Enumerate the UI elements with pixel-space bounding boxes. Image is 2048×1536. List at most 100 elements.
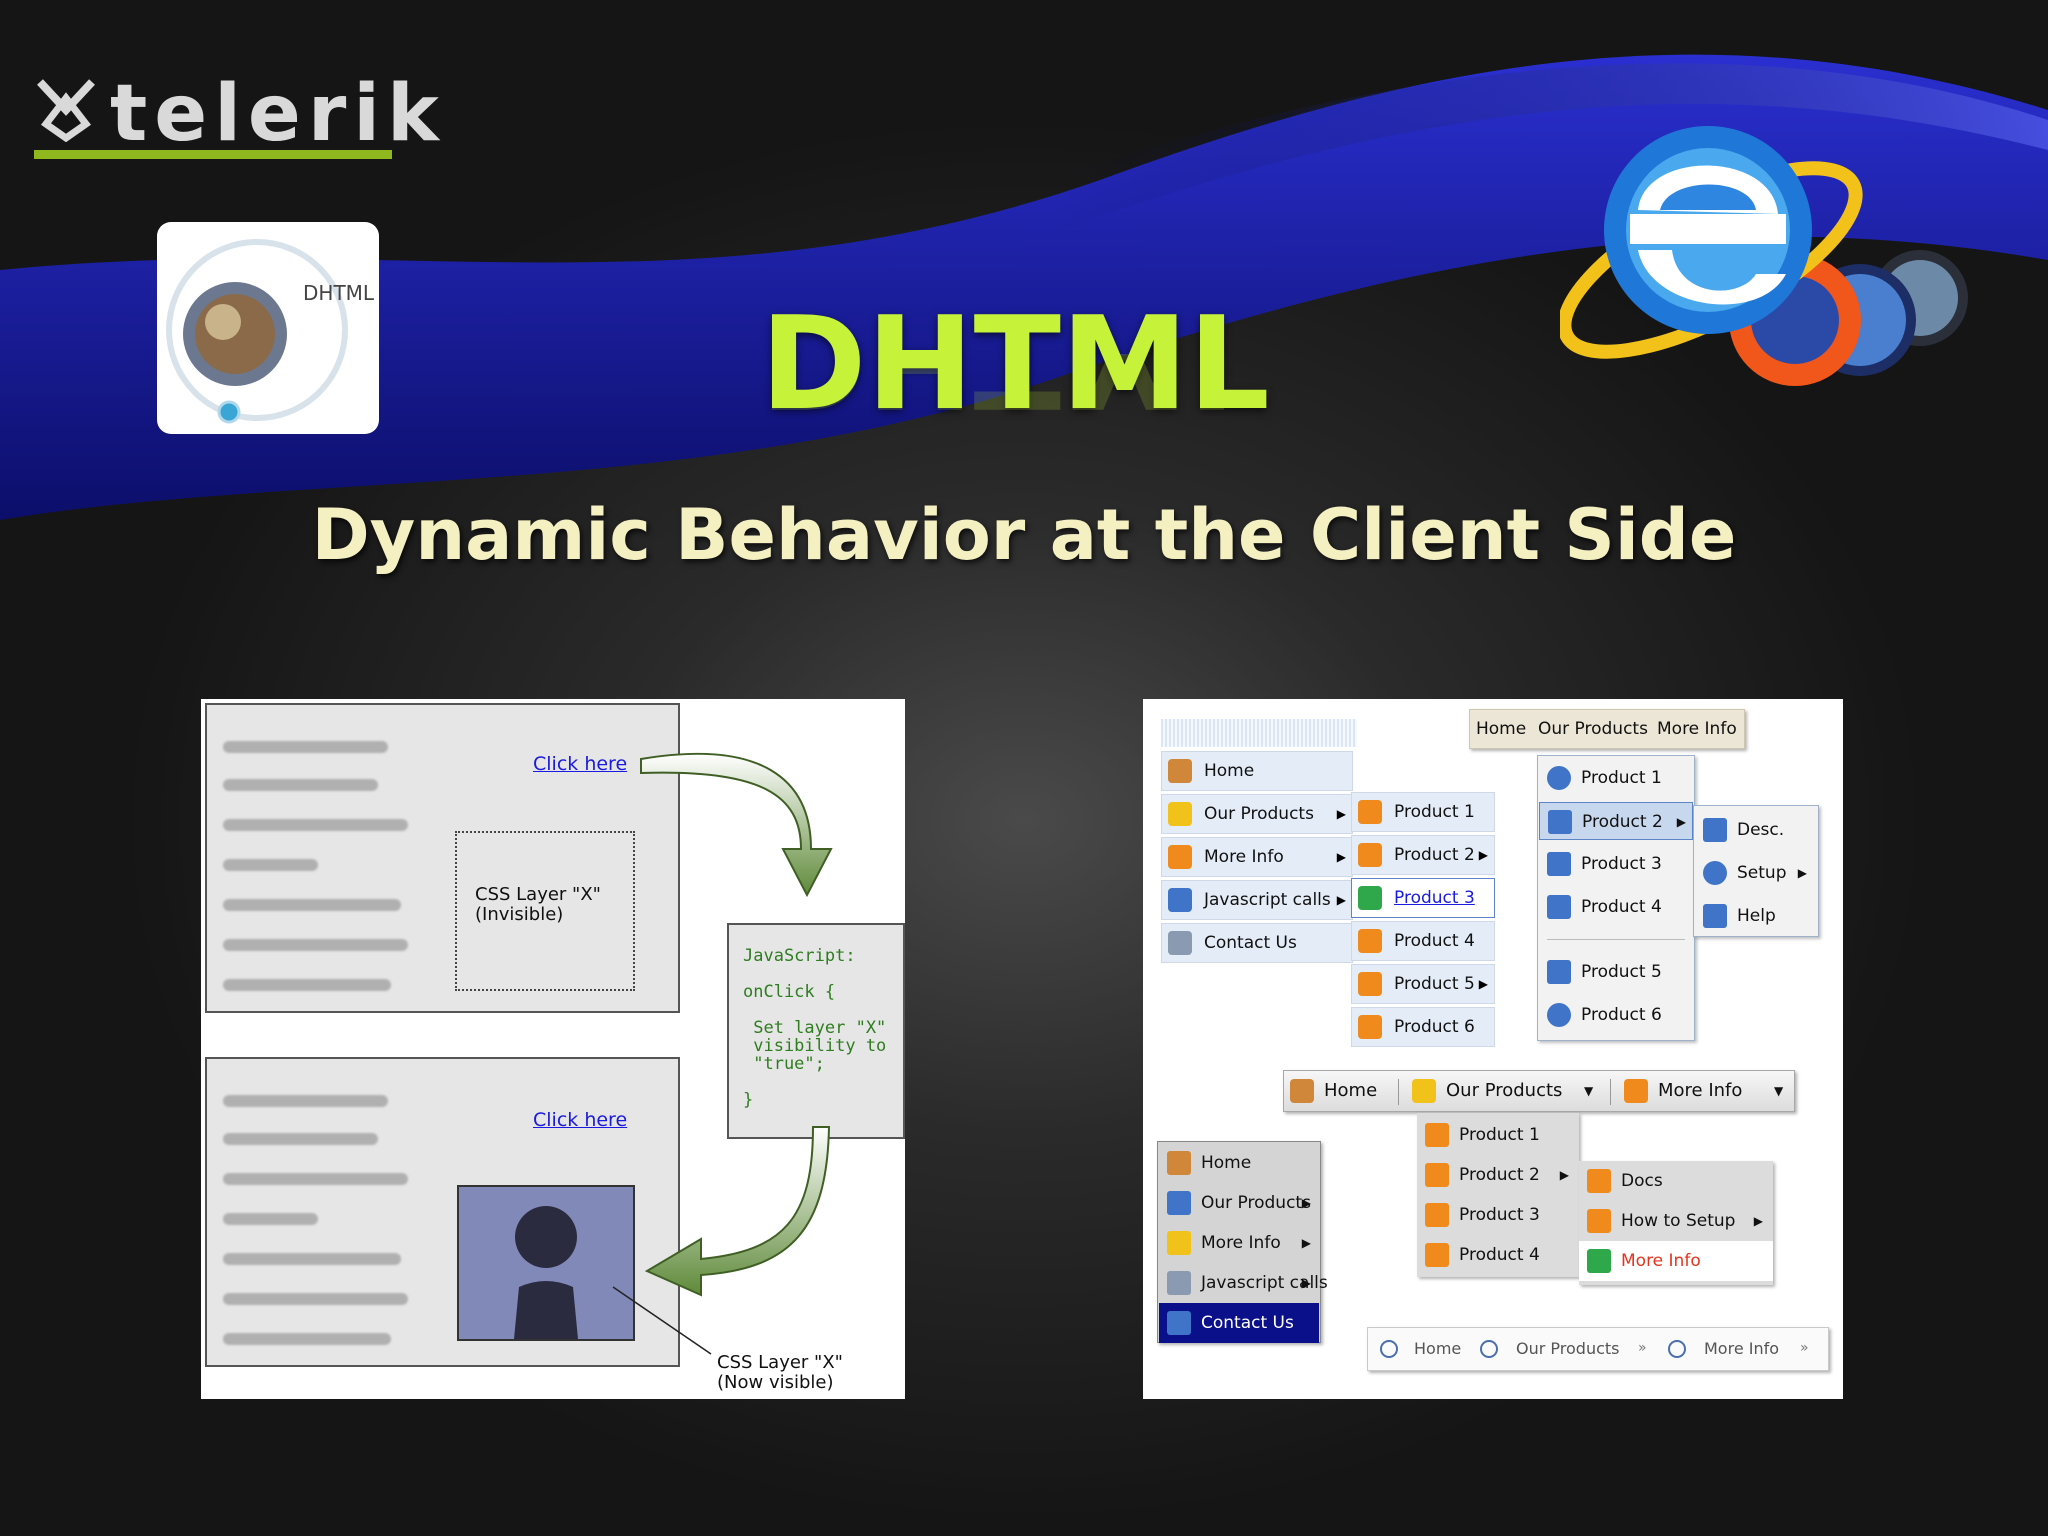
menu1-item-home[interactable]: Home xyxy=(1161,751,1353,791)
top-bar-our-products[interactable]: Our Products xyxy=(1538,719,1648,739)
chevron-down-icon: ▼ xyxy=(1584,1084,1594,1098)
thumbnail-label: DHTML xyxy=(303,281,375,305)
browser-logos-icon xyxy=(1560,126,1968,386)
contact-icon xyxy=(1167,1311,1191,1335)
chart-icon xyxy=(1168,888,1192,912)
menu3-item-product-1[interactable]: Product 1 xyxy=(1417,1115,1579,1155)
arrow-right-icon xyxy=(1425,1163,1449,1187)
star-icon xyxy=(1168,802,1192,826)
menu3-item-product-2[interactable]: Product 2▶ xyxy=(1417,1155,1579,1195)
menu1-item-our-products[interactable]: Our Products▶ xyxy=(1161,794,1353,834)
menu3-item-product-3[interactable]: Product 3 xyxy=(1417,1195,1579,1235)
menu1-item-more-info[interactable]: More Info▶ xyxy=(1161,837,1353,877)
menu1-sub-product-3[interactable]: Product 3 xyxy=(1351,878,1495,918)
top-bar-home[interactable]: Home xyxy=(1476,719,1527,739)
menu3-bar-our-products[interactable]: Our Products xyxy=(1446,1080,1563,1101)
globe-icon xyxy=(1547,1003,1571,1027)
book-icon xyxy=(1168,845,1192,869)
menu2-item-product-1[interactable]: Product 1 xyxy=(1539,759,1693,797)
bottom-bar-our-products[interactable]: Our Products xyxy=(1516,1339,1620,1358)
arrow-right-icon xyxy=(1358,972,1382,996)
star-icon xyxy=(1412,1079,1436,1103)
click-here-link[interactable]: Click here xyxy=(533,753,628,775)
dhtml-thumbnail: DHTML xyxy=(157,222,379,434)
menu-examples: Home Our Products More Info Home Our Pro… xyxy=(1143,699,1843,1399)
invisible-layer-label: CSS Layer "X" (Invisible) xyxy=(475,884,601,925)
home-icon xyxy=(1168,759,1192,783)
logo-text: telerik xyxy=(110,69,446,159)
menu1-sub-product-4[interactable]: Product 4 xyxy=(1351,921,1495,961)
menu1-sub-product-2[interactable]: Product 2▶ xyxy=(1351,835,1495,875)
dhtml-diagram: Click here CSS Layer "X" (Invisible) Cli… xyxy=(201,699,905,1399)
chevron-right-icon: » xyxy=(1800,1340,1809,1356)
arrow-right-icon xyxy=(1425,1203,1449,1227)
menu4-item-our-products[interactable]: Our Products▶ xyxy=(1159,1183,1319,1223)
chevron-down-icon: ▼ xyxy=(1774,1084,1784,1098)
menu3-sub-docs[interactable]: Docs xyxy=(1579,1161,1773,1201)
person-icon xyxy=(514,1206,578,1339)
click-here-link[interactable]: Click here xyxy=(533,1109,628,1131)
chart-icon xyxy=(1167,1231,1191,1255)
menu4-item-home[interactable]: Home xyxy=(1159,1143,1319,1183)
menu1-item-contact-us[interactable]: Contact Us xyxy=(1161,923,1353,963)
slide-title-reflection: DHTML xyxy=(640,354,1390,424)
javascript-code: JavaScript: onClick { Set layer "X" visi… xyxy=(743,946,887,1110)
menu2-item-product-3[interactable]: Product 3 xyxy=(1539,845,1693,883)
bar-separator xyxy=(1610,1079,1611,1105)
menu3-item-product-4[interactable]: Product 4 xyxy=(1417,1235,1579,1275)
menu2-sub-setup[interactable]: Setup▶ xyxy=(1695,854,1817,892)
arrow-right-icon xyxy=(1358,886,1382,910)
menu3-bar-home[interactable]: Home xyxy=(1324,1080,1378,1101)
arrow-right-icon xyxy=(1425,1243,1449,1267)
menu2-sub-desc[interactable]: Desc. xyxy=(1695,811,1817,849)
swap-icon xyxy=(1587,1169,1611,1193)
menu2-item-product-4[interactable]: Product 4 xyxy=(1539,888,1693,926)
home-icon xyxy=(1290,1079,1314,1103)
menu2-item-product-5[interactable]: Product 5 xyxy=(1539,953,1693,991)
visible-layer-label: CSS Layer "X" (Now visible) xyxy=(717,1352,843,1393)
arrow-right-icon xyxy=(1425,1123,1449,1147)
logo-underline xyxy=(34,150,392,159)
browser-window-after: Click here xyxy=(205,1057,680,1367)
radio-icon xyxy=(1480,1340,1498,1358)
chart-icon xyxy=(1703,818,1727,842)
menu3-sub-how-to-setup[interactable]: How to Setup▶ xyxy=(1579,1201,1773,1241)
menu4-item-more-info[interactable]: More Info▶ xyxy=(1159,1223,1319,1263)
bottom-bar-home[interactable]: Home xyxy=(1414,1339,1462,1358)
menu1-item-javascript-calls[interactable]: Javascript calls▶ xyxy=(1161,880,1353,920)
top-bar-more-info[interactable]: More Info xyxy=(1657,719,1737,739)
menu2-item-product-2[interactable]: Product 2▶ xyxy=(1539,802,1693,840)
bottom-menu-bar: Home Our Products » More Info » xyxy=(1367,1327,1829,1371)
bottom-bar-more-info[interactable]: More Info xyxy=(1704,1339,1780,1358)
menu4-item-javascript-calls[interactable]: Javascript calls▶ xyxy=(1159,1263,1328,1303)
document-icon xyxy=(1547,895,1571,919)
swap-icon xyxy=(1587,1209,1611,1233)
slide-title: DHTML xyxy=(760,290,1270,439)
book-icon xyxy=(1624,1079,1648,1103)
telerik-logo: telerik xyxy=(34,66,439,162)
bar-separator xyxy=(1398,1079,1399,1105)
people-icon xyxy=(1168,931,1192,955)
background-swoosh xyxy=(0,54,2048,520)
chart-icon xyxy=(1547,960,1571,984)
globe-icon xyxy=(1703,861,1727,885)
menu-header-strip xyxy=(1161,719,1357,747)
arrow-right-icon xyxy=(1358,929,1382,953)
menu1-sub-product-6[interactable]: Product 6 xyxy=(1351,1007,1495,1047)
menu3-sub-more-info[interactable]: More Info xyxy=(1579,1241,1773,1281)
chevron-right-icon: » xyxy=(1638,1340,1647,1356)
menu1-sub-product-1[interactable]: Product 1 xyxy=(1351,792,1495,832)
menu2-item-product-6[interactable]: Product 6 xyxy=(1539,996,1693,1034)
menu3-bar-more-info[interactable]: More Info xyxy=(1658,1080,1743,1101)
document-icon xyxy=(1548,810,1572,834)
invisible-layer-box: CSS Layer "X" (Invisible) xyxy=(455,831,635,991)
menu4-item-contact-us[interactable]: Contact Us xyxy=(1159,1303,1319,1343)
menu1-sub-product-5[interactable]: Product 5▶ xyxy=(1351,964,1495,1004)
menu2-sub-help[interactable]: Help xyxy=(1695,897,1817,935)
menu3-bar: Home Our Products ▼ More Info ▼ xyxy=(1283,1070,1795,1112)
computers-icon xyxy=(1547,852,1571,876)
browser-window-before: Click here CSS Layer "X" (Invisible) xyxy=(205,703,680,1013)
arrow-right-icon xyxy=(1358,1015,1382,1039)
flow-arrows xyxy=(612,752,833,1355)
swap-icon xyxy=(1587,1249,1611,1273)
